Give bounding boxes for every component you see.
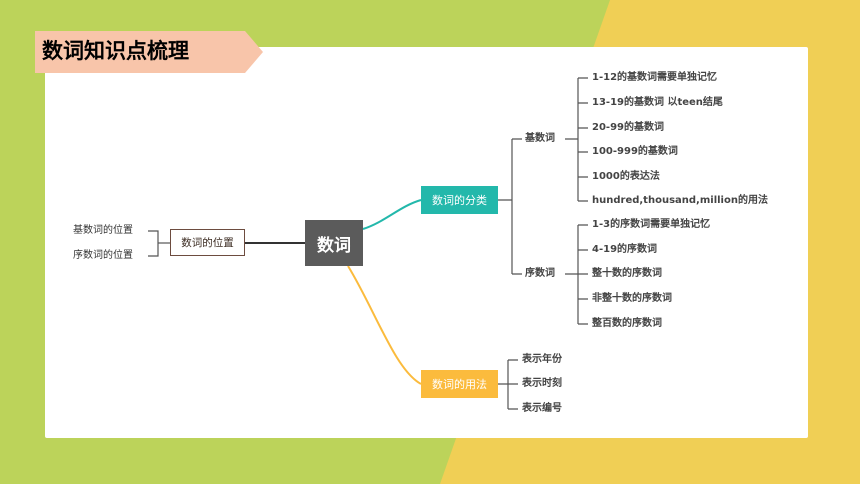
title-banner — [35, 31, 263, 73]
cardinal-item-2: 13-19的基数词 以teen结尾 — [592, 97, 723, 108]
page-title: 数词知识点梳理 — [42, 39, 189, 63]
connector-use-bracket — [498, 359, 518, 410]
connector-center-to-use — [347, 265, 422, 385]
node-cardinal: 基数词 — [525, 133, 555, 144]
usage-item-year: 表示年份 — [522, 354, 562, 365]
node-classification: 数词的分类 — [421, 186, 498, 214]
connector-cardinal-bracket — [565, 77, 588, 202]
connector-left-bracket — [148, 230, 159, 257]
connector-ordinal-bracket — [565, 224, 588, 325]
usage-item-time: 表示时刻 — [522, 378, 562, 389]
usage-item-number: 表示编号 — [522, 403, 562, 414]
cardinal-item-3: 20-99的基数词 — [592, 122, 664, 133]
cardinal-item-5: 1000的表达法 — [592, 171, 660, 182]
center-node: 数词 — [305, 220, 363, 266]
cardinal-item-1: 1-12的基数词需要单独记忆 — [592, 72, 718, 83]
cardinal-item-6: hundred,thousand,million的用法 — [592, 195, 768, 206]
ordinal-item-2: 4-19的序数词 — [592, 244, 658, 255]
cardinal-item-4: 100-999的基数词 — [592, 146, 678, 157]
ordinal-item-3: 整十数的序数词 — [592, 268, 662, 279]
ordinal-item-4: 非整十数的序数词 — [592, 293, 672, 304]
node-position: 数词的位置 — [170, 229, 245, 256]
node-usage: 数词的用法 — [421, 370, 498, 398]
connector-center-to-class — [362, 199, 422, 230]
node-ordinal: 序数词 — [525, 268, 555, 279]
left-item-cardinal-position: 基数词的位置 — [73, 225, 133, 236]
ordinal-item-1: 1-3的序数词需要单独记忆 — [592, 219, 711, 230]
left-item-ordinal-position: 序数词的位置 — [73, 250, 133, 261]
connector-class-bracket — [498, 138, 522, 275]
ordinal-item-5: 整百数的序数词 — [592, 318, 662, 329]
